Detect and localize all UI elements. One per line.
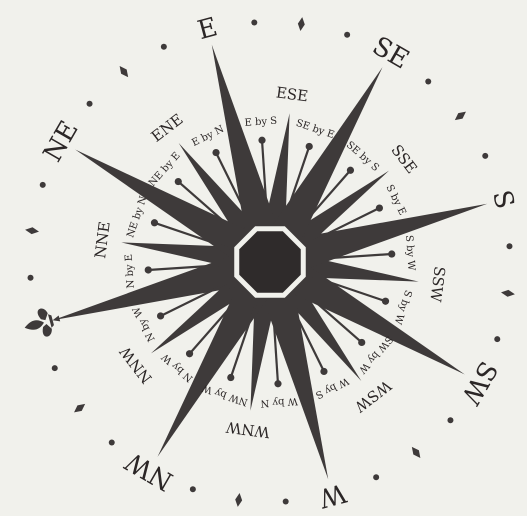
label-wsw: WSW [351, 376, 395, 416]
rim-dot-icon [283, 498, 289, 504]
rim-diamond-icon [25, 226, 40, 235]
label-ene: ENE [148, 110, 187, 146]
rim-diamond-icon [409, 445, 423, 460]
by-point-tip [212, 149, 219, 156]
rim-dot-icon [28, 275, 34, 281]
rim-diamond-icon [234, 493, 243, 508]
rim-dot-icon [425, 79, 431, 85]
by-point-tip [347, 167, 354, 174]
rim-dot-icon [52, 365, 58, 371]
rim-dot-icon [482, 153, 488, 159]
rim-diamond-icon [117, 64, 131, 79]
label-se-by-e: SE by E [294, 118, 335, 141]
label-s-by-w: S by W [391, 288, 413, 326]
center-octagon [237, 229, 304, 296]
label-w-by-s: W by S [313, 375, 350, 401]
rim-dot-icon [161, 44, 167, 50]
by-point-tip [320, 368, 327, 375]
by-point-tip [258, 137, 265, 144]
label-se: SE [367, 31, 414, 75]
rim-dot-icon [251, 20, 257, 26]
label-ese: ESE [275, 83, 309, 105]
by-point-tip [227, 374, 234, 381]
label-w: W [315, 477, 349, 513]
rim-dot-icon [109, 439, 115, 445]
rim-diamond-icon [297, 17, 306, 32]
by-point-tip [376, 204, 383, 211]
label-nw: NW [120, 445, 178, 496]
rim-dot-icon [494, 336, 500, 342]
label-sse: SSE [387, 141, 420, 177]
by-point-tip [145, 266, 152, 273]
label-s-by-e: S by E [383, 183, 407, 217]
by-point-tip [358, 339, 365, 346]
rim-dot-icon [447, 417, 453, 423]
label-n-by-e: N by E [124, 254, 137, 289]
by-point-tip [388, 250, 395, 257]
rim-diamond-icon [501, 289, 516, 298]
by-point-tip [274, 380, 281, 387]
label-ne: NE [38, 116, 85, 167]
label-wnw: WNW [224, 418, 271, 442]
rim-dot-icon [373, 474, 379, 480]
label-e-by-s: E by S [244, 116, 277, 129]
label-sw: SW [454, 356, 502, 410]
label-nw-by-w: NW by W [200, 381, 249, 407]
rim-dot-icon [40, 182, 46, 188]
label-n-by-w: N by W [131, 304, 158, 343]
by-point-tip [186, 350, 193, 357]
label-ssw: SSW [426, 265, 449, 303]
by-point-tip [157, 312, 164, 319]
label-s: S [486, 187, 520, 212]
label-nnw: NNW [116, 342, 156, 386]
label-w-by-n: W by N [260, 395, 298, 408]
rim-diamond-icon [453, 109, 468, 123]
label-s-by-w: S by W [403, 235, 416, 272]
label-e-by-n: E by N [190, 124, 226, 149]
rim-dot-icon [190, 486, 196, 492]
by-point-tip [306, 143, 313, 150]
rim-diamond-icon [72, 401, 87, 415]
by-point-tip [382, 298, 389, 305]
rim-dot-icon [506, 243, 512, 249]
fleur-de-lis-icon [21, 305, 63, 342]
by-point-tip [175, 178, 182, 185]
rim-dot-icon [344, 32, 350, 38]
by-point-tip [151, 219, 158, 226]
rim-dot-icon [87, 101, 93, 107]
label-e: E [195, 12, 221, 46]
label-nne: NNE [91, 220, 114, 259]
label-ne-by-n: NE by N [125, 195, 149, 240]
